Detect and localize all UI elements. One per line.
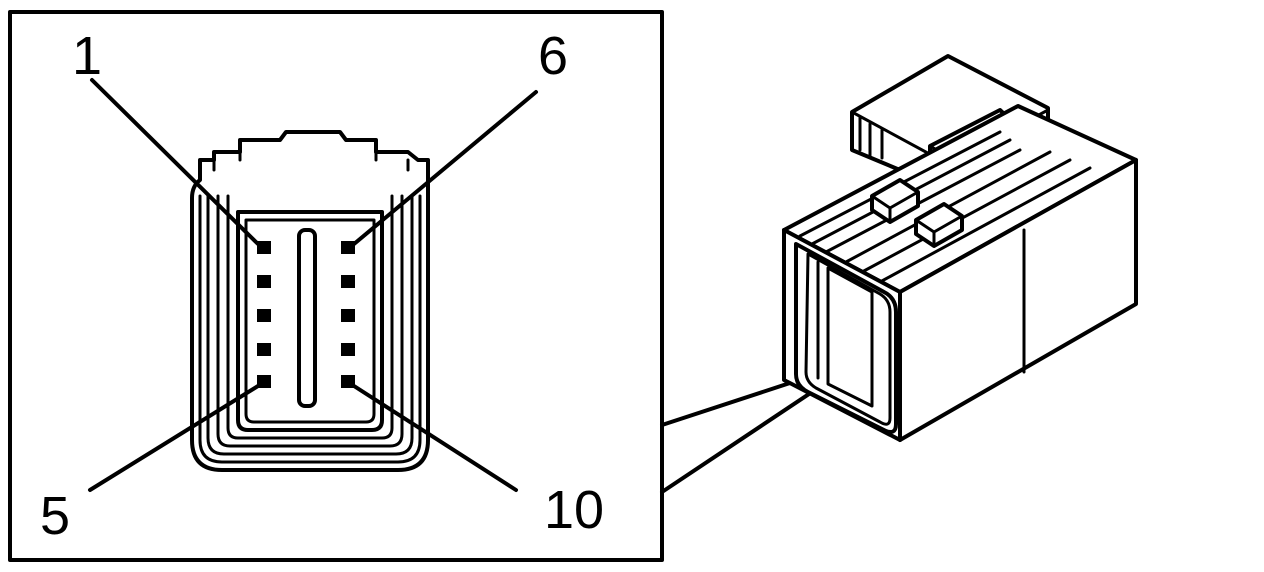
pin-9 — [341, 343, 355, 356]
pin-10 — [341, 375, 355, 388]
pin-5 — [257, 375, 271, 388]
pin-label-6: 6 — [538, 26, 568, 86]
callout-line-pin-10 — [352, 384, 518, 492]
pin-4 — [257, 343, 271, 356]
callout-line-pin-5 — [88, 384, 260, 492]
pin-6 — [341, 241, 355, 254]
connector-isometric — [782, 54, 1138, 442]
pin-3 — [257, 309, 271, 322]
pin-label-10: 10 — [544, 480, 604, 540]
pin-2 — [257, 275, 271, 288]
callout-line-pin-6 — [352, 90, 538, 246]
pin-1 — [257, 241, 271, 254]
pin-label-1: 1 — [72, 26, 102, 86]
connector-face — [190, 130, 430, 472]
callout-line-pin-1 — [90, 78, 260, 246]
pin-8 — [341, 309, 355, 322]
pin-label-5: 5 — [40, 486, 70, 546]
face-view-frame — [8, 10, 664, 562]
pin-7 — [341, 275, 355, 288]
